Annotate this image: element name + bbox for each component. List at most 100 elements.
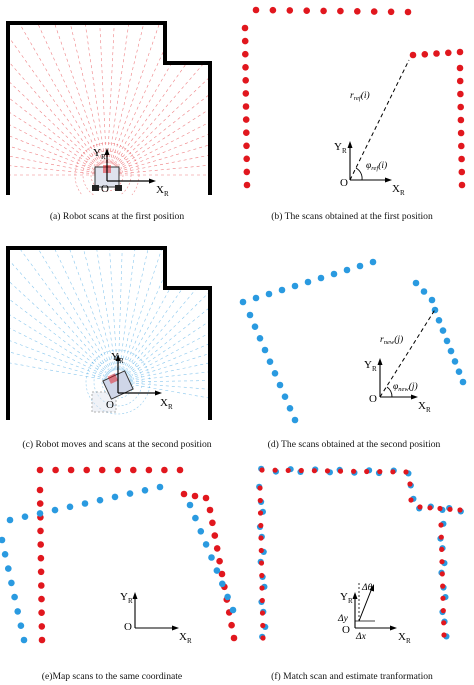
scan-point bbox=[239, 298, 247, 306]
scan-point bbox=[242, 50, 249, 58]
scan-ray bbox=[8, 248, 119, 383]
angle-arc-d bbox=[386, 386, 393, 398]
origin-label-e: O bbox=[124, 621, 132, 633]
scan-rays-c bbox=[8, 248, 210, 420]
scan-ray bbox=[106, 55, 210, 176]
range-line-b bbox=[349, 59, 410, 181]
scan-point bbox=[370, 8, 378, 15]
scan-ray bbox=[8, 312, 119, 383]
r-ref-label: rref(i) bbox=[350, 90, 370, 102]
scan-point bbox=[246, 311, 254, 319]
scan-point bbox=[66, 503, 74, 511]
scan-point bbox=[266, 358, 274, 366]
scan-point bbox=[439, 559, 445, 565]
scan-ray bbox=[117, 352, 210, 383]
origin-label-a: O bbox=[101, 183, 109, 195]
scan-point bbox=[51, 506, 59, 514]
scan-point bbox=[269, 6, 277, 14]
scan-point bbox=[458, 181, 466, 189]
scan-point bbox=[285, 467, 291, 473]
scan-ray bbox=[117, 248, 210, 383]
scan-ring bbox=[101, 365, 135, 399]
wall-a bbox=[6, 21, 212, 195]
scan-point bbox=[176, 466, 184, 474]
scan-ray bbox=[117, 248, 210, 383]
scan-point bbox=[8, 579, 15, 587]
scan-point bbox=[390, 469, 396, 475]
scan-point bbox=[141, 487, 149, 494]
scan-point bbox=[451, 358, 459, 365]
scan-ray bbox=[117, 281, 210, 383]
scan-point bbox=[438, 534, 444, 540]
wall-c bbox=[6, 246, 212, 420]
scan-point bbox=[213, 545, 221, 552]
scan-point bbox=[36, 466, 44, 474]
caption-b: (b) The scans obtained at the first posi… bbox=[271, 211, 433, 222]
scan-point bbox=[192, 514, 199, 522]
panel-e: YR XR O (e)Map scans to the same coordin… bbox=[0, 466, 238, 682]
scan-ray bbox=[117, 381, 210, 420]
scan-point bbox=[259, 610, 266, 616]
scan-ray bbox=[117, 328, 210, 383]
x-axis-label-d: XR bbox=[418, 400, 431, 414]
scan-ray bbox=[8, 125, 108, 176]
scan-point bbox=[243, 168, 251, 176]
scan-point bbox=[37, 527, 44, 535]
scan-point bbox=[243, 142, 250, 150]
scan-point bbox=[229, 606, 237, 614]
scan-point bbox=[242, 103, 250, 110]
origin-label-f: O bbox=[342, 624, 350, 636]
scan-point bbox=[324, 468, 331, 474]
caption-e: (e)Map scans to the same coordinate bbox=[42, 671, 182, 682]
caption-d: (d) The scans obtained at the second pos… bbox=[268, 439, 441, 450]
scan-point bbox=[286, 405, 294, 412]
scan-point bbox=[242, 77, 249, 84]
origin-label-c: O bbox=[106, 399, 114, 411]
scan-point bbox=[439, 571, 445, 577]
angle-arc-b bbox=[355, 167, 363, 181]
panel-a: YR XR O (a) Robot scans at the first pos… bbox=[6, 21, 212, 222]
scan-point bbox=[257, 485, 263, 491]
origin-label-d: O bbox=[369, 393, 377, 405]
scan-point bbox=[364, 468, 370, 475]
scan-point bbox=[447, 347, 455, 355]
scan-ray bbox=[117, 248, 200, 383]
scan-ray bbox=[52, 248, 119, 383]
scan-point bbox=[14, 608, 21, 615]
scan-point bbox=[456, 48, 464, 56]
scan-ray bbox=[106, 150, 210, 176]
scan-ray bbox=[106, 23, 169, 176]
scan-point bbox=[252, 294, 260, 302]
y-axis-label-f: YR bbox=[340, 591, 353, 605]
scan-ray bbox=[8, 23, 108, 176]
caption-c: (c) Robot moves and scans at the second … bbox=[22, 439, 211, 450]
scan-ray bbox=[21, 23, 108, 176]
scan-point bbox=[37, 568, 45, 576]
scan-ray bbox=[117, 258, 210, 383]
scan-point bbox=[96, 496, 104, 504]
scan-point bbox=[38, 609, 45, 616]
scan-ray bbox=[106, 23, 210, 176]
scan-point bbox=[458, 155, 465, 163]
panel-c: YR XR O (c) Robot moves and scans at the… bbox=[6, 246, 212, 450]
scan-point bbox=[36, 510, 44, 517]
scan-ray bbox=[8, 23, 108, 176]
scan-point bbox=[241, 37, 249, 45]
scan-point bbox=[351, 468, 357, 474]
scan-point bbox=[36, 500, 44, 507]
scan-point bbox=[337, 7, 344, 15]
scan-point bbox=[291, 416, 299, 424]
scan-ray bbox=[94, 23, 108, 176]
new-scan-points-d bbox=[239, 258, 467, 424]
scan-point bbox=[161, 466, 168, 474]
scan-ray bbox=[8, 34, 108, 176]
scan-point bbox=[0, 536, 6, 544]
scan-point bbox=[440, 595, 446, 601]
scan-ray bbox=[106, 23, 193, 176]
scan-point bbox=[265, 290, 273, 298]
scan-ray bbox=[8, 248, 119, 383]
ref-scan-points-b bbox=[241, 6, 466, 189]
scan-ray bbox=[8, 266, 119, 383]
y-axis-label-c: YR bbox=[111, 351, 124, 365]
delta-x-label: Δx bbox=[355, 632, 367, 642]
